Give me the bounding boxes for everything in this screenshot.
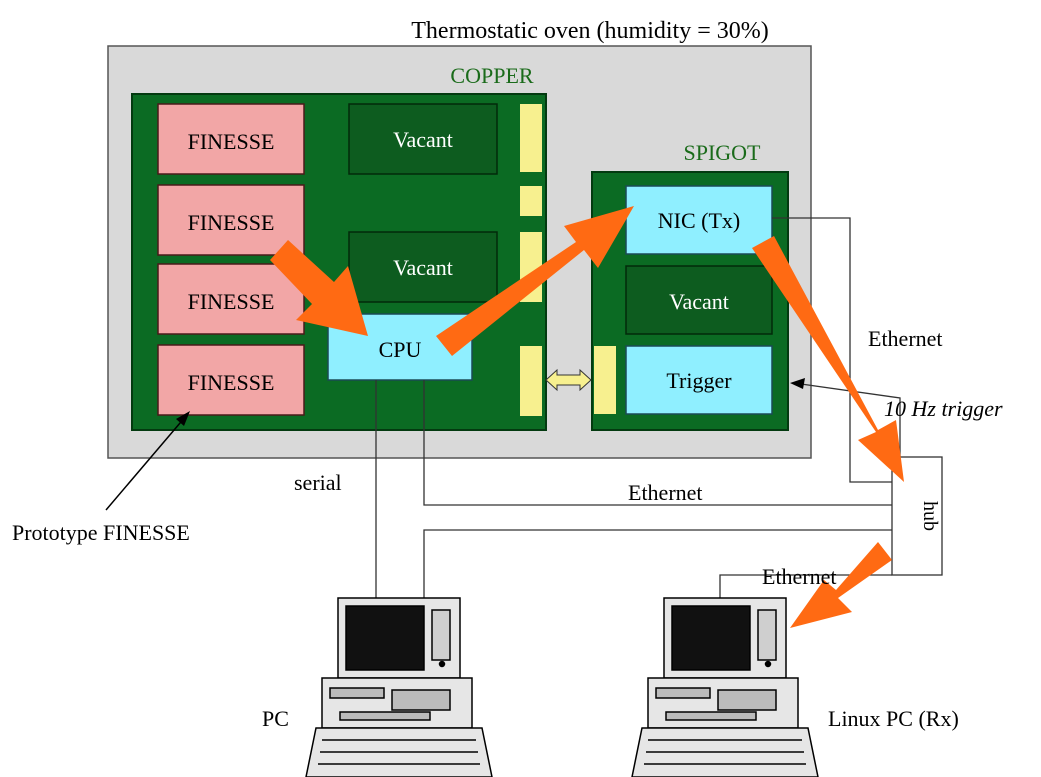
trigger-box: Trigger xyxy=(625,345,773,415)
copper-connector xyxy=(520,186,542,216)
ethernet-cable-pc xyxy=(423,529,892,598)
finesse-label: FINESSE xyxy=(188,129,275,154)
spigot-connector xyxy=(594,346,616,414)
svg-text:NIC (Tx): NIC (Tx) xyxy=(658,208,740,233)
cables xyxy=(375,217,943,598)
finesse-slot-4: FINESSE xyxy=(157,344,305,416)
ethernet-cable-linux xyxy=(719,574,892,598)
trigger-rate-label: 10 Hz trigger xyxy=(884,396,1003,421)
finesse-slot-2: FINESSE xyxy=(157,184,305,256)
svg-text:Vacant: Vacant xyxy=(393,127,453,152)
pc-left-icon xyxy=(305,597,493,777)
serial-label: serial xyxy=(294,470,342,495)
oven-title: Thermostatic oven (humidity = 30%) xyxy=(411,18,768,44)
finesse-slot-3: FINESSE xyxy=(157,263,305,335)
copper-connector xyxy=(520,104,542,172)
pc-left-label: PC xyxy=(262,706,289,731)
ethernet-cable-cpu xyxy=(423,380,892,506)
svg-text:Vacant: Vacant xyxy=(669,289,729,314)
finesse-slot-1: FINESSE xyxy=(157,103,305,175)
prototype-pointer-arrowhead xyxy=(176,411,190,426)
flow-arrow-cpu-to-nic xyxy=(436,206,634,356)
pc-right-icon xyxy=(631,597,819,777)
ethernet-label-bottom: Ethernet xyxy=(762,564,837,589)
trigger-line xyxy=(793,382,901,457)
finesse-label: FINESSE xyxy=(188,370,275,395)
finesse-label: FINESSE xyxy=(188,289,275,314)
flow-arrow-hub-to-linux xyxy=(790,542,892,628)
ethernet-label-right: Ethernet xyxy=(868,326,943,351)
svg-text:Trigger: Trigger xyxy=(666,368,732,393)
pc-right-label: Linux PC (Rx) xyxy=(828,706,959,731)
prototype-pointer-line xyxy=(105,415,187,511)
svg-text:CPU: CPU xyxy=(379,337,422,362)
copper-vacant-mid: Vacant xyxy=(348,231,498,303)
copper-connector xyxy=(520,346,542,416)
copper-vacant-top: Vacant xyxy=(348,103,498,175)
spigot-label: SPIGOT xyxy=(683,140,761,165)
spigot-vacant: Vacant xyxy=(625,265,773,335)
backplane-link-arrow xyxy=(545,368,592,392)
hub-label: hub xyxy=(919,501,941,531)
flow-arrows xyxy=(270,206,904,628)
ethernet-label-mid: Ethernet xyxy=(628,480,703,505)
finesse-label: FINESSE xyxy=(188,210,275,235)
flow-arrow-finesse-to-cpu xyxy=(270,240,368,336)
trigger-arrowhead xyxy=(790,378,805,389)
svg-text:Vacant: Vacant xyxy=(393,255,453,280)
copper-label: COPPER xyxy=(450,63,533,88)
flow-arrow-nic-to-hub xyxy=(752,236,904,482)
prototype-label: Prototype FINESSE xyxy=(12,520,190,545)
ethernet-cable-nic xyxy=(772,217,892,483)
nic-box: NIC (Tx) xyxy=(625,185,773,255)
